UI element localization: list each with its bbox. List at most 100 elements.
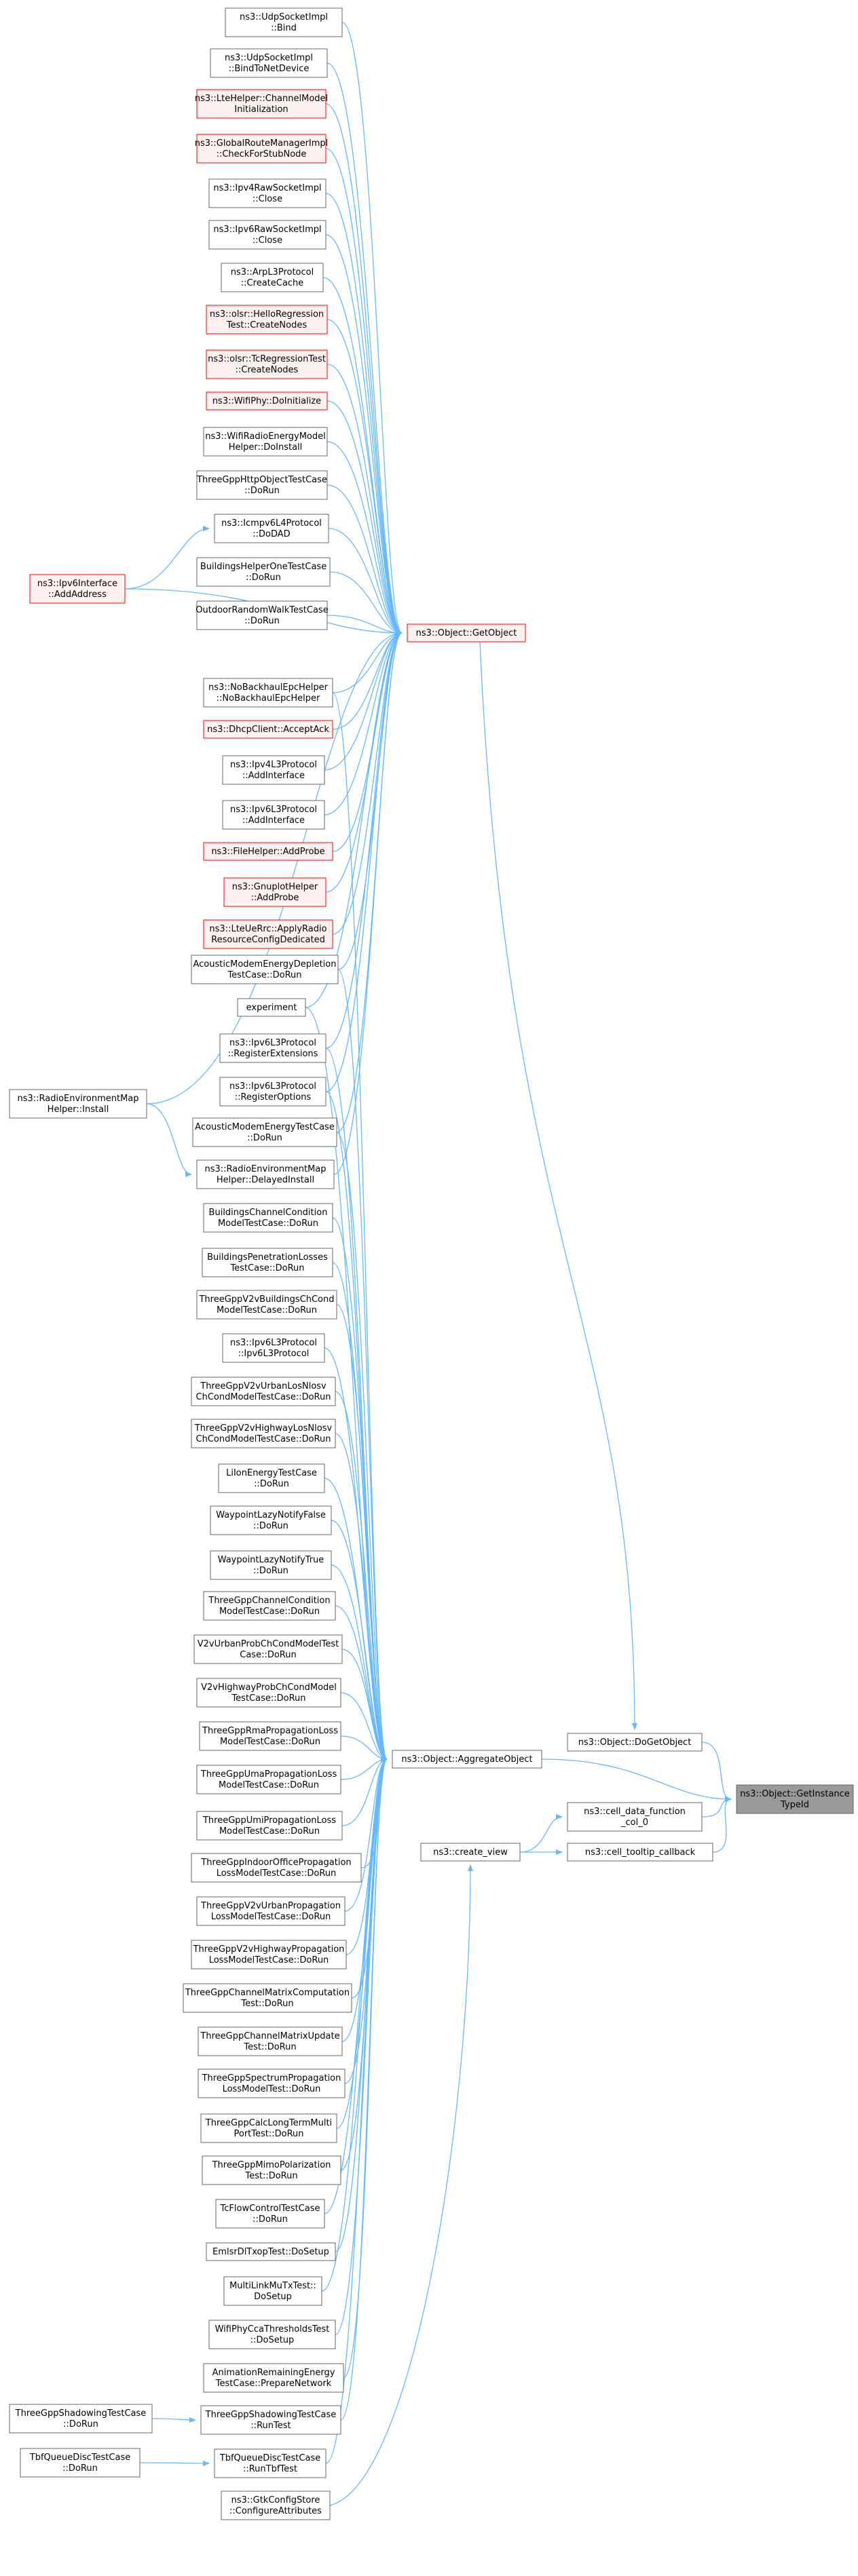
node-remdelayed[interactable]: ns3::RadioEnvironmentMapHelper::DelayedI… xyxy=(196,1159,335,1189)
node-wifiphycca[interactable]: WifiPhyCcaThresholdsTest::DoSetup xyxy=(208,2320,336,2349)
node-box xyxy=(206,349,328,379)
node-threegpphttp[interactable]: ThreeGppHttpObjectTestCase::DoRun xyxy=(196,470,328,500)
node-label-line: V2vHighwayProbChCondModel xyxy=(201,1683,337,1693)
edge-shadowruntest-to-aggregate xyxy=(340,1756,388,2421)
node-aggregate[interactable]: ns3::Object::AggregateObject xyxy=(392,1750,542,1769)
node-v2vurbanprop[interactable]: ThreeGppV2vUrbanPropagationLossModelTest… xyxy=(196,1896,346,1926)
edge-calclongterm-to-aggregate xyxy=(336,1756,388,2129)
node-tbfruntest[interactable]: TbfQueueDiscTestCase::RunTbfTest xyxy=(214,2448,327,2478)
node-wifiradio[interactable]: ns3::WifiRadioEnergyModelHelper::DoInsta… xyxy=(203,427,328,457)
node-animation[interactable]: AnimationRemainingEnergyTestCase::Prepar… xyxy=(203,2363,344,2393)
node-udpbindnet[interactable]: ns3::UdpSocketImpl::BindToNetDevice xyxy=(210,48,328,78)
node-gtkconfig[interactable]: ns3::GtkConfigStore::ConfigureAttributes xyxy=(221,2491,331,2520)
node-ipv4rawclose[interactable]: ns3::Ipv4RawSocketImpl::Close xyxy=(208,178,327,208)
node-box xyxy=(567,1802,703,1832)
node-multilink[interactable]: MultiLinkMuTxTest::DoSetup xyxy=(223,2276,322,2306)
node-globalroute[interactable]: ns3::GlobalRouteManagerImpl::CheckForStu… xyxy=(195,134,329,164)
node-emlsr[interactable]: EmlsrDlTxopTest::DoSetup xyxy=(206,2242,336,2261)
node-label-line: ns3::NoBackhaulEpcHelper xyxy=(208,683,329,693)
node-threegppcc[interactable]: ThreeGppChannelConditionModelTestCase::D… xyxy=(203,1591,336,1621)
node-tcflow[interactable]: TcFlowControlTestCase::DoRun xyxy=(215,2199,325,2229)
node-ipv6addif[interactable]: ns3::Ipv6L3Protocol::AddInterface xyxy=(222,800,325,830)
node-ipv6ifaddr[interactable]: ns3::Ipv6Interface::AddAddress xyxy=(29,574,126,604)
node-arpcache[interactable]: ns3::ArpL3Protocol::CreateCache xyxy=(221,263,324,292)
node-dogetobject[interactable]: ns3::Object::DoGetObject xyxy=(567,1733,703,1752)
node-olsrtc[interactable]: ns3::olsr::TcRegressionTest::CreateNodes xyxy=(206,349,328,379)
node-umaprop[interactable]: ThreeGppUmaPropagationLossModelTestCase:… xyxy=(196,1765,341,1794)
node-spectrumprop[interactable]: ThreeGppSpectrumPropagationLossModelTest… xyxy=(198,2069,346,2098)
node-v2vhighwayprop[interactable]: ThreeGppV2vHighwayPropagationLossModelTe… xyxy=(191,1940,347,1969)
node-acousticdepl[interactable]: AcousticModemEnergyDepletionTestCase::Do… xyxy=(191,955,339,984)
node-createview[interactable]: ns3::create_view xyxy=(420,1843,521,1862)
node-ipv6regopt[interactable]: ns3::Ipv6L3Protocol::RegisterOptions xyxy=(219,1077,327,1107)
node-liion[interactable]: LiIonEnergyTestCase::DoRun xyxy=(218,1463,325,1493)
node-label-line: WaypointLazyNotifyTrue xyxy=(218,1555,324,1565)
node-wifiphyinit[interactable]: ns3::WifiPhy::DoInitialize xyxy=(206,391,328,410)
node-gnuplotprobe[interactable]: ns3::GnuplotHelper::AddProbe xyxy=(223,877,327,907)
node-tbfdorun[interactable]: TbfQueueDiscTestCase::DoRun xyxy=(20,2448,141,2478)
node-label-line: BuildingsPenetrationLosses xyxy=(207,1252,328,1263)
node-v2vhighwaylos[interactable]: ThreeGppV2vHighwayLosNlosvChCondModelTes… xyxy=(191,1419,336,1448)
node-v2vbuildings[interactable]: ThreeGppV2vBuildingsChCondModelTestCase:… xyxy=(196,1290,337,1320)
edge-gtkconfig-to-createview xyxy=(329,1864,473,2506)
node-label-line: ns3::GlobalRouteManagerImpl xyxy=(195,138,329,149)
node-label-line: ns3::LteUeRrc::ApplyRadio xyxy=(209,924,327,934)
node-dhcpack[interactable]: ns3::DhcpClient::AcceptAck xyxy=(203,720,333,739)
node-indooroffice[interactable]: ThreeGppIndoorOfficePropagationLossModel… xyxy=(191,1853,362,1883)
node-outdoorwalk[interactable]: OutdoorRandomWalkTestCase::DoRun xyxy=(195,600,329,630)
node-buildingsone[interactable]: BuildingsHelperOneTestCase::DoRun xyxy=(196,557,331,587)
node-buildingscc[interactable]: BuildingsChannelConditionModelTestCase::… xyxy=(203,1203,333,1233)
node-waypointfalse[interactable]: WaypointLazyNotifyFalse::DoRun xyxy=(210,1505,332,1535)
node-label-line: ns3::olsr::HelloRegression xyxy=(210,309,324,320)
node-label-line: Helper::Install xyxy=(48,1104,109,1115)
node-celldata[interactable]: ns3::cell_data_function_col_0 xyxy=(567,1802,703,1832)
node-shadowruntest[interactable]: ThreeGppShadowingTestCase::RunTest xyxy=(200,2405,341,2435)
node-olsrhello[interactable]: ns3::olsr::HelloRegressionTest::CreateNo… xyxy=(206,305,328,334)
node-label-line: OutdoorRandomWalkTestCase xyxy=(195,605,328,615)
node-buildingspen[interactable]: BuildingsPenetrationLossesTestCase::DoRu… xyxy=(202,1248,333,1277)
node-lteuerrc[interactable]: ns3::LteUeRrc::ApplyRadioResourceConfigD… xyxy=(203,919,333,949)
node-experiment[interactable]: experiment xyxy=(237,998,306,1017)
node-v2vurbanlos[interactable]: ThreeGppV2vUrbanLosNlosvChCondModelTestC… xyxy=(191,1377,336,1406)
node-label-line: Helper::DelayedInstall xyxy=(217,1175,314,1185)
node-label-line: ::DoRun xyxy=(63,2419,98,2429)
node-ipv6l3proto[interactable]: ns3::Ipv6L3Protocol::Ipv6L3Protocol xyxy=(222,1333,325,1363)
node-label-line: ::RegisterOptions xyxy=(235,1092,312,1102)
node-channelmatrix[interactable]: ThreeGppChannelMatrixComputationTest::Do… xyxy=(183,1983,352,2013)
node-celltooltip[interactable]: ns3::cell_tooltip_callback xyxy=(567,1843,713,1862)
node-label-line: ::DoRun xyxy=(253,1521,288,1531)
node-getobject[interactable]: ns3::Object::GetObject xyxy=(407,623,526,642)
node-nobackhaul[interactable]: ns3::NoBackhaulEpcHelper::NoBackhaulEpcH… xyxy=(203,678,333,708)
node-rmaprop[interactable]: ThreeGppRmaPropagationLossModelTestCase:… xyxy=(199,1721,341,1751)
node-label-line: Helper::DoInstall xyxy=(229,442,303,453)
node-ipv4addif[interactable]: ns3::Ipv4L3Protocol::AddInterface xyxy=(222,755,325,785)
node-box xyxy=(196,1811,343,1841)
edge-ipv6addif-to-getobject xyxy=(324,630,403,815)
edge-ipv4rawclose-to-getobject xyxy=(325,193,403,636)
node-label-line: ::AddProbe xyxy=(251,893,299,903)
node-box xyxy=(196,470,328,500)
node-box xyxy=(199,1721,341,1751)
node-ipv6rawclose[interactable]: ns3::Ipv6RawSocketImpl::Close xyxy=(208,220,327,250)
node-label-line: ::DoRun xyxy=(244,486,280,496)
node-ipv6regext[interactable]: ns3::Ipv6L3Protocol::RegisterExtensions xyxy=(219,1033,327,1063)
node-ltechannel[interactable]: ns3::LteHelper::ChannelModelInitializati… xyxy=(195,89,328,119)
node-acousticenergy[interactable]: AcousticModemEnergyTestCase::DoRun xyxy=(192,1117,337,1147)
edge-layer xyxy=(124,22,732,2506)
node-udpbind[interactable]: ns3::UdpSocketImpl::Bind xyxy=(225,7,343,37)
node-box xyxy=(392,1750,542,1769)
node-shadowrunleft[interactable]: ThreeGppShadowingTestCase::DoRun xyxy=(9,2404,153,2434)
node-fileprobe[interactable]: ns3::FileHelper::AddProbe xyxy=(203,842,333,861)
node-waypointtrue[interactable]: WaypointLazyNotifyTrue::DoRun xyxy=(210,1550,332,1580)
node-umiprop[interactable]: ThreeGppUmiPropagationLossModelTestCase:… xyxy=(196,1811,343,1841)
edge-acousticdepl-to-aggregate xyxy=(337,969,388,1762)
node-icmpv6dad[interactable]: ns3::Icmpv6L4Protocol::DoDAD xyxy=(214,514,329,543)
edge-gnuplotprobe-to-getobject xyxy=(325,630,403,893)
